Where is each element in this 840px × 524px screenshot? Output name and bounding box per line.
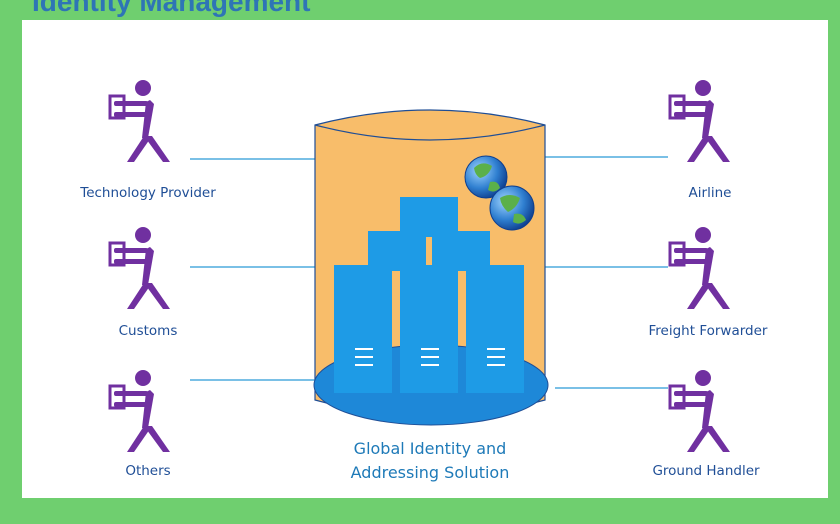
globe-icon: [464, 155, 535, 231]
person-holding-box-icon: [668, 78, 732, 164]
person-holding-box-icon: [668, 368, 732, 454]
actor-label-ground-handler: Ground Handler: [652, 463, 760, 479]
actor-label-others: Others: [125, 463, 171, 479]
actor-label-customs: Customs: [118, 323, 178, 339]
central-caption: Global Identity and Addressing Solution: [310, 437, 550, 485]
server-stack-icon: [334, 197, 524, 393]
connector-lines: [190, 156, 668, 389]
caption-line-2: Addressing Solution: [350, 463, 510, 482]
caption-line-1: Global Identity and: [353, 439, 507, 458]
diagram-title: Identity Management: [32, 0, 311, 17]
person-holding-box-icon: [668, 225, 732, 311]
actor-label-technology-provider: Technology Provider: [80, 185, 216, 201]
person-holding-box-icon: [108, 368, 172, 454]
person-holding-box-icon: [108, 78, 172, 164]
actor-label-freight-forwarder: Freight Forwarder: [648, 323, 768, 339]
actor-label-airline: Airline: [688, 185, 732, 201]
person-holding-box-icon: [108, 225, 172, 311]
